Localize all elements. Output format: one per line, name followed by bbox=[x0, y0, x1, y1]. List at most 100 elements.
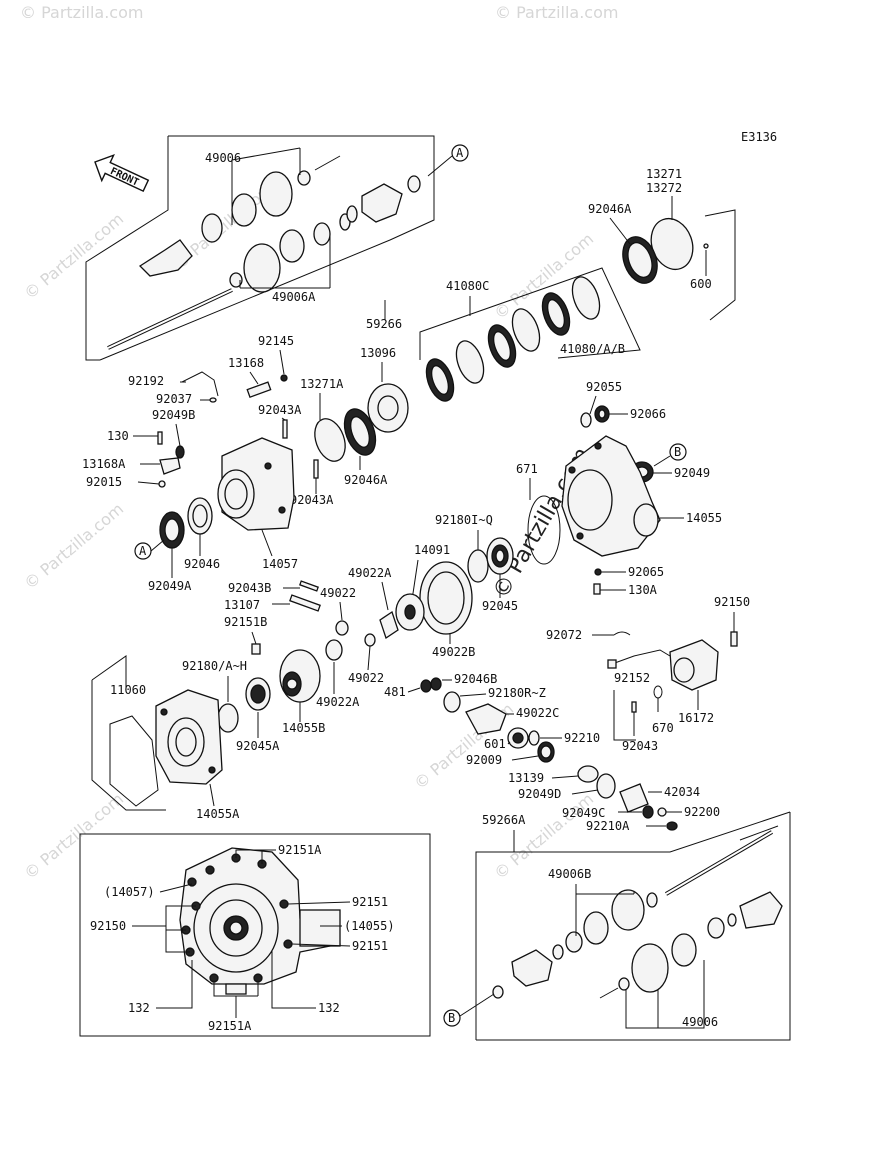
assembled-case-inset bbox=[179, 847, 341, 995]
assembled-case-drain bbox=[225, 983, 247, 995]
part-label: 49022 bbox=[348, 671, 384, 685]
bearing-481 bbox=[420, 679, 432, 693]
bracket-line bbox=[85, 136, 169, 361]
part-label: 92152 bbox=[614, 671, 650, 685]
watermark: © Partzilla.com bbox=[20, 499, 127, 593]
oil-seal-92049b bbox=[175, 445, 185, 459]
axis-line bbox=[599, 987, 619, 999]
assembled-case-spline-center bbox=[229, 921, 243, 935]
part-label: 92180I~Q bbox=[435, 513, 493, 527]
part-label: 13272 bbox=[646, 181, 682, 195]
part-label: 49006B bbox=[548, 867, 591, 881]
snap-ring bbox=[407, 175, 421, 193]
axis-line bbox=[739, 825, 779, 841]
bolt-92151b bbox=[251, 643, 261, 655]
assembled-case-actuator bbox=[299, 909, 341, 947]
watermark: © Partzilla.com bbox=[495, 3, 618, 22]
part-label: 92210A bbox=[586, 819, 630, 833]
leader-line bbox=[411, 559, 419, 601]
part-label: 92151B bbox=[224, 615, 267, 629]
small-clamp bbox=[646, 892, 658, 908]
gear-case-bore-inner bbox=[224, 478, 248, 510]
carrier-center bbox=[404, 604, 416, 620]
part-label: 92043 bbox=[622, 739, 658, 753]
part-label: 92049C bbox=[562, 806, 605, 820]
diagram-code: E3136 bbox=[741, 130, 777, 144]
part-label: 41080/A/B bbox=[560, 342, 625, 356]
inner-cv-joint bbox=[511, 949, 553, 987]
small-clamp bbox=[229, 272, 243, 288]
part-label: 92151A bbox=[208, 1019, 252, 1033]
axis-line bbox=[314, 155, 341, 171]
case-bolt-hole bbox=[576, 532, 584, 540]
case-bolt-hole bbox=[160, 708, 168, 716]
actuator-cable bbox=[611, 649, 671, 665]
part-label: 92045A bbox=[236, 739, 280, 753]
part-label: 92046B bbox=[454, 672, 497, 686]
pinion-gear-49022a bbox=[379, 610, 399, 640]
part-label: 92151A bbox=[278, 843, 322, 857]
part-label: 92150 bbox=[90, 919, 126, 933]
part-label: 92055 bbox=[586, 380, 622, 394]
leader-line bbox=[507, 741, 511, 745]
clutch-hub-center bbox=[377, 395, 399, 421]
callout-a bbox=[451, 144, 469, 162]
leader-line bbox=[291, 943, 351, 947]
cage bbox=[707, 917, 725, 939]
bolt-pattern-inset bbox=[79, 833, 431, 1037]
part-label: 92046A bbox=[588, 202, 632, 216]
leader-line bbox=[381, 581, 389, 611]
oring-670 bbox=[653, 685, 663, 699]
plate-13271a bbox=[314, 418, 346, 462]
actuator-16172 bbox=[669, 639, 719, 691]
watermark: © Partzilla.com bbox=[20, 209, 127, 303]
watermark: © Partzilla.com bbox=[20, 789, 127, 883]
case-bolt-hole bbox=[278, 506, 286, 514]
part-label: 59266 bbox=[366, 317, 402, 331]
part-label: 14055B bbox=[282, 721, 325, 735]
leader-line bbox=[625, 990, 676, 1029]
gasket-671 bbox=[527, 495, 561, 565]
gear-case-bore-inner bbox=[175, 727, 197, 757]
part-label: 481 bbox=[384, 685, 406, 699]
part-label: 49022 bbox=[320, 586, 356, 600]
clip-92037 bbox=[209, 397, 217, 403]
leader-line bbox=[251, 631, 257, 645]
leader-line bbox=[459, 993, 495, 1017]
bracket-line bbox=[168, 135, 435, 164]
boot-49006a bbox=[243, 243, 281, 293]
oil-seal-92049d bbox=[596, 773, 616, 799]
leader-line bbox=[279, 349, 285, 375]
nut-92210a bbox=[666, 821, 678, 831]
washer-92065 bbox=[594, 568, 602, 576]
leader-line bbox=[407, 687, 421, 693]
part-label: 92150 bbox=[714, 595, 750, 609]
outer-cv-joint bbox=[739, 891, 783, 929]
part-label: 92043B bbox=[228, 581, 271, 595]
part-label: 14055 bbox=[686, 511, 722, 525]
bracket-line bbox=[91, 680, 166, 811]
friction-plate-inner bbox=[431, 365, 449, 395]
gear-case-flange bbox=[567, 469, 613, 531]
snap-ring bbox=[492, 985, 504, 999]
part-label: 92045 bbox=[482, 599, 518, 613]
boot-49006 bbox=[631, 943, 669, 993]
gasket-11060 bbox=[109, 715, 159, 807]
boot-49006 bbox=[259, 171, 293, 217]
leader-line bbox=[132, 905, 196, 927]
callout-a-label: A bbox=[139, 544, 147, 558]
steel-plate bbox=[511, 308, 541, 352]
washer-92210 bbox=[528, 730, 540, 746]
seal-inner bbox=[598, 409, 606, 419]
joint-42034 bbox=[619, 783, 649, 813]
part-label: 671 bbox=[516, 462, 538, 476]
inset-bolt bbox=[283, 939, 293, 949]
clamp-92072 bbox=[613, 631, 631, 636]
part-label: 92049D bbox=[518, 787, 561, 801]
part-label: 92151 bbox=[352, 939, 388, 953]
bearing-inner bbox=[192, 504, 208, 528]
part-label: 92145 bbox=[258, 334, 294, 348]
rear-shaft-assembly-group bbox=[492, 825, 783, 999]
part-label: 132 bbox=[318, 1001, 340, 1015]
case-bolt-hole bbox=[264, 462, 272, 470]
